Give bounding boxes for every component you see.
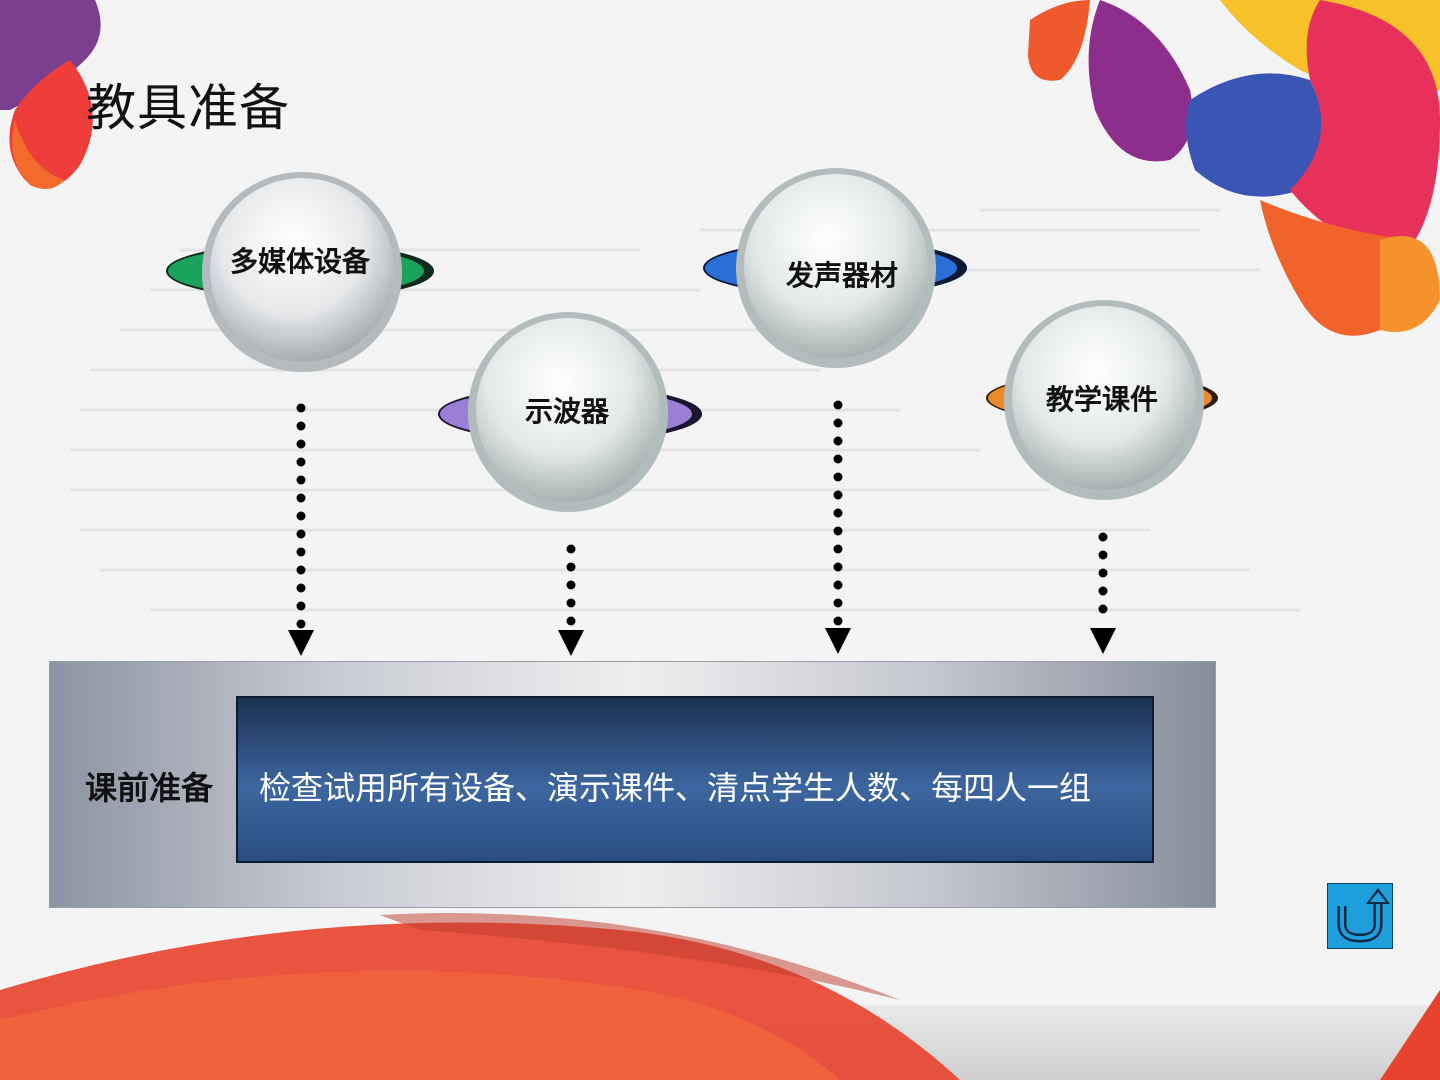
top-right-petal-decoration	[1028, 0, 1440, 336]
pre-class-text: 检查试用所有设备、演示课件、清点学生人数、每四人一组	[259, 769, 1092, 807]
page-title: 教具准备	[86, 79, 290, 137]
return-button[interactable]	[1327, 883, 1393, 949]
bubble-label-multimedia: 多媒体设备	[229, 245, 370, 278]
bottom-swoosh-decoration	[0, 913, 1440, 1080]
dotted-arrow-multimedia	[288, 403, 314, 656]
bubble-sphere-oscilloscope	[468, 312, 668, 512]
bubble-label-oscilloscope: 示波器	[524, 395, 609, 428]
top-left-petal-decoration	[0, 0, 101, 189]
bubble-label-sound: 发声器材	[785, 259, 898, 292]
u-turn-arrow-icon	[1337, 888, 1390, 943]
bubble-sphere-sound	[736, 168, 936, 368]
dotted-arrow-sound	[825, 400, 851, 654]
bubble-sphere-multimedia	[202, 172, 402, 372]
dotted-arrow-oscilloscope	[558, 544, 584, 656]
dotted-arrow-courseware	[1090, 532, 1116, 654]
bubble-label-courseware: 教学课件	[1045, 383, 1158, 416]
pre-class-content-box	[236, 696, 1154, 863]
bubble-sphere-courseware	[1004, 300, 1204, 500]
pre-class-label: 课前准备	[85, 769, 214, 807]
